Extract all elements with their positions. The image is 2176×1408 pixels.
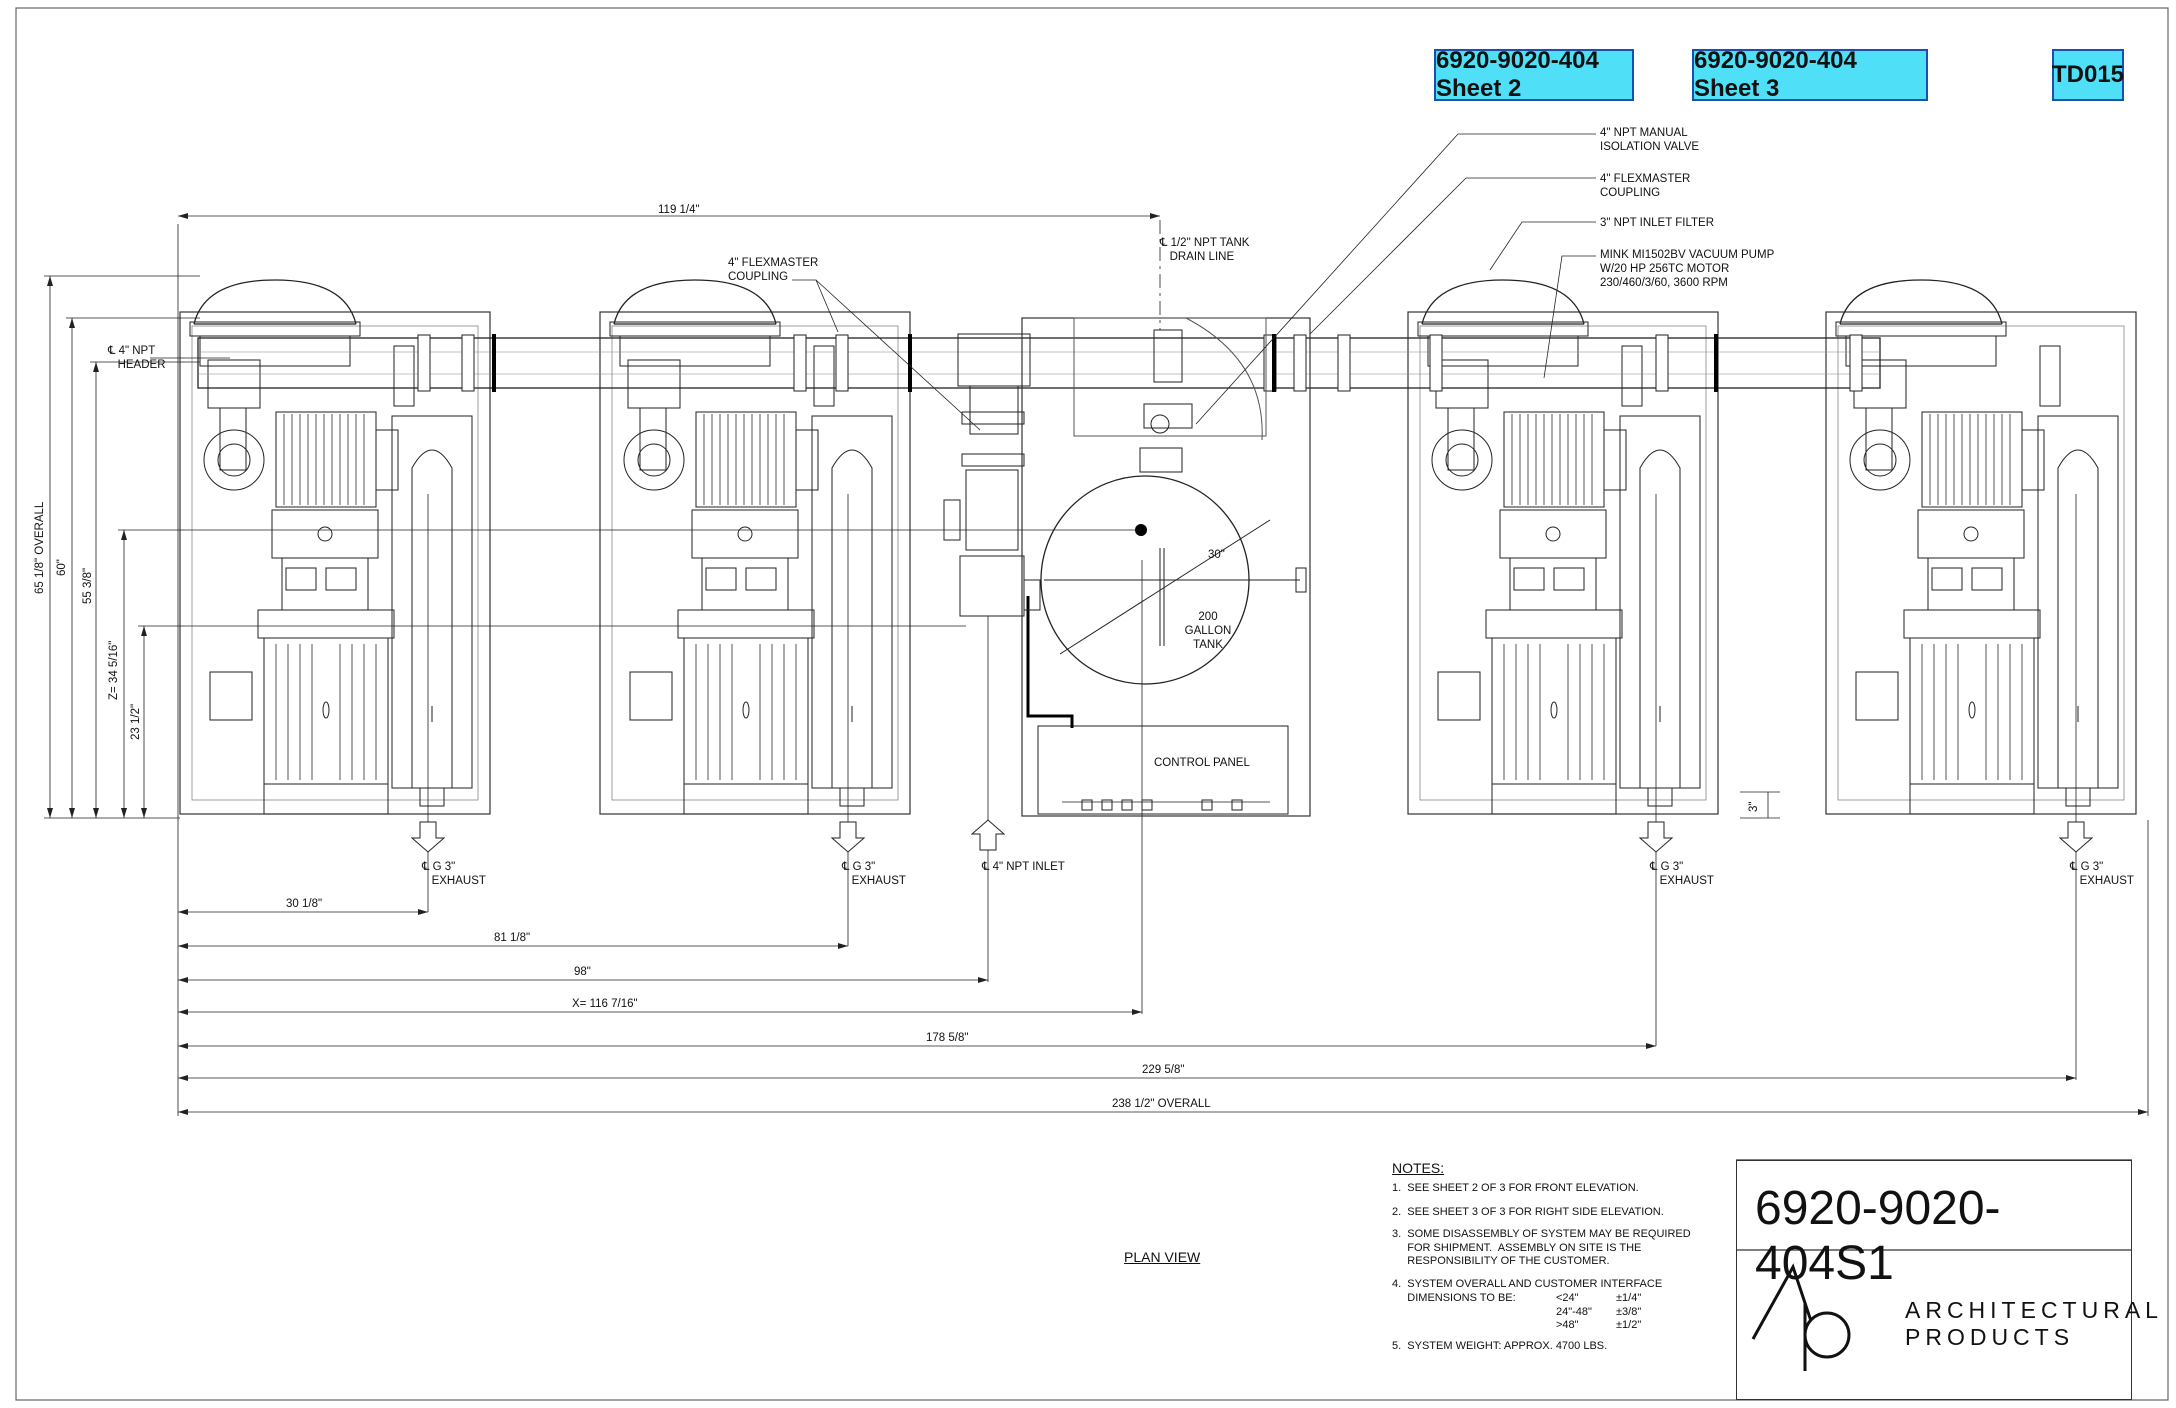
dim-98: 98"	[574, 966, 591, 978]
flexmaster-coupling-callout-right: 4" FLEXMASTER COUPLING	[1600, 173, 1691, 199]
sheet-3-link-button[interactable]: 6920-9020-404 Sheet 3	[1692, 47, 1928, 102]
header-callout: ℄ 4" NPT HEADER	[108, 345, 166, 371]
note-2: 2. SEE SHEET 3 OF 3 FOR RIGHT SIDE ELEVA…	[1392, 1206, 1664, 1218]
note-5: 5. SYSTEM WEIGHT: APPROX. 4700 LBS.	[1392, 1340, 1608, 1352]
dim-30-1-8: 30 1/8"	[286, 898, 323, 910]
dim-55-3-8: 55 3/8"	[82, 567, 94, 604]
td015-link-button[interactable]: TD015	[2052, 49, 2124, 101]
dim-23-1-2: 23 1/2"	[130, 703, 142, 740]
overall-width-dimension: 238 1/2" OVERALL	[1112, 1098, 1211, 1110]
dim-229-5-8: 229 5/8"	[1142, 1064, 1185, 1076]
company-name: ARCHITECTURAL PRODUCTS	[1905, 1297, 2163, 1350]
dim-81-1-8: 81 1/8"	[494, 932, 531, 944]
view-title: PLAN VIEW	[1124, 1249, 1201, 1265]
note-4-ranges: <24" 24"-48" >48"	[1556, 1292, 1592, 1331]
vacuum-pump-callout: MINK MI1502BV VACUUM PUMP W/20 HP 256TC …	[1600, 249, 1775, 289]
note-1: 1. SEE SHEET 2 OF 3 FOR FRONT ELEVATION.	[1392, 1182, 1639, 1194]
top-span-dimension: 119 1/4"	[658, 204, 700, 216]
tank-drain-callout: ℄ 1/2" NPT TANK DRAIN LINE	[1160, 237, 1250, 263]
overall-height-dimension: 65 1/8" OVERALL	[34, 501, 46, 594]
sheet-2-link-button[interactable]: 6920-9020-404 Sheet 2	[1434, 47, 1634, 102]
dim-178-5-8: 178 5/8"	[926, 1032, 969, 1044]
dim-x: X= 116 7/16"	[572, 998, 638, 1010]
exhaust-callout-1: ℄ G 3" EXHAUST	[422, 861, 486, 887]
ap-logo	[1751, 1263, 1851, 1371]
dim-60: 60"	[56, 559, 68, 576]
inlet-callout: ℄ 4" NPT INLET	[982, 861, 1065, 873]
inlet-filter-callout: 3" NPT INLET FILTER	[1600, 217, 1715, 229]
flexmaster-coupling-callout-left: 4" FLEXMASTER COUPLING	[728, 257, 819, 283]
tank-diameter-label: 30"	[1208, 549, 1225, 561]
dim-z: Z= 34 5/16"	[108, 640, 120, 700]
dim-3: 3"	[1748, 801, 1760, 812]
title-block: 6920-9020-404S1 ARCHITECTURAL PRODUCTS	[1736, 1160, 2158, 1400]
control-panel-label: CONTROL PANEL	[1154, 757, 1250, 769]
drawing-number: 6920-9020-404S1	[1755, 1182, 2001, 1290]
tank-label: 200 GALLON TANK	[1184, 611, 1232, 651]
note-4: 4. SYSTEM OVERALL AND CUSTOMER INTERFACE…	[1392, 1278, 1663, 1304]
notes-title: NOTES:	[1392, 1160, 1445, 1176]
exhaust-callout-3: ℄ G 3" EXHAUST	[1650, 861, 1714, 887]
isolation-valve-callout: 4" NPT MANUAL ISOLATION VALVE	[1600, 127, 1700, 153]
note-4-tolerances: ±1/4" ±3/8" ±1/2"	[1616, 1292, 1642, 1331]
note-3: 3. SOME DISASSEMBLY OF SYSTEM MAY BE REQ…	[1392, 1228, 1691, 1267]
exhaust-callout-2: ℄ G 3" EXHAUST	[842, 861, 906, 887]
exhaust-callout-4: ℄ G 3" EXHAUST	[2070, 861, 2134, 887]
